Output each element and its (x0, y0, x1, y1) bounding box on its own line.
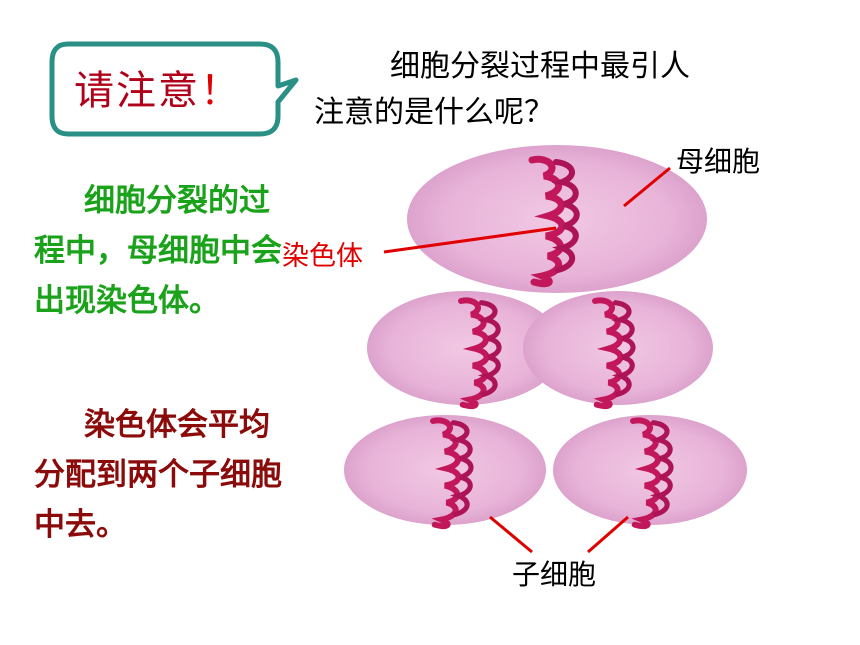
chromosome-leader-line (383, 226, 557, 254)
mother-cell-label: 母细胞 (676, 145, 761, 178)
callout-bubble-shape (49, 41, 299, 137)
question-text: 细胞分裂过程中最引人 注意的是什么呢？ (314, 44, 794, 136)
daughter-cells-label: 子细胞 (512, 558, 597, 591)
attention-callout: 请注意！ (48, 40, 299, 137)
daughter-cell-leader-line-right (587, 515, 629, 554)
daughter-cell-left (344, 415, 546, 526)
mother-cell (407, 145, 707, 293)
daughter-cell-right (553, 415, 747, 526)
mother-cell-leader-line (623, 166, 671, 208)
callout-text: 请注意！ (74, 68, 242, 114)
paragraph-daughter-cells: 染色体会平均分配到两个子细胞中去。 (34, 407, 282, 543)
dividing-cell-right (523, 291, 713, 406)
paragraph-mother-cell: 细胞分裂的过程中，母细胞中会出现染色体。 (34, 183, 282, 319)
chromosome-label: 染色体 (282, 241, 363, 272)
dividing-cell-left (367, 291, 563, 406)
question-line-1: 细胞分裂过程中最引人 (390, 49, 690, 84)
daughter-cell-leader-line-left (489, 515, 533, 554)
question-line-2: 注意的是什么呢？ (314, 95, 554, 130)
